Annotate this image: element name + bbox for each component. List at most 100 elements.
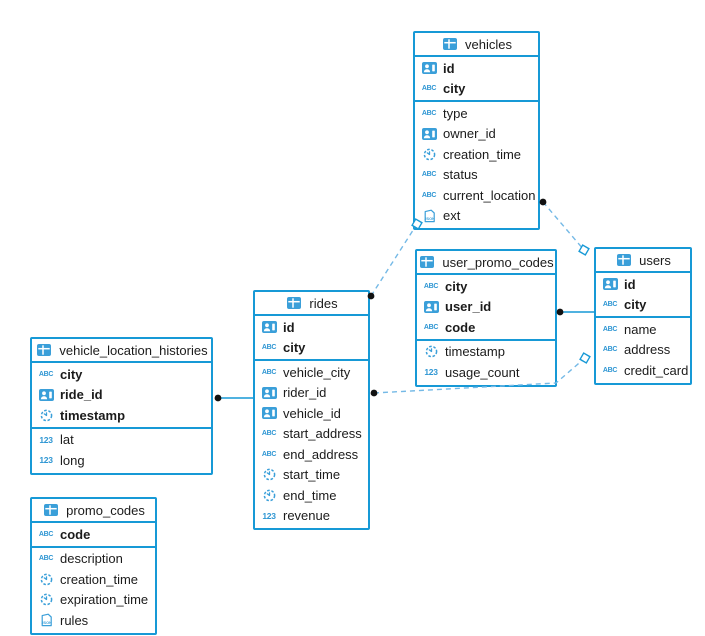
table-header[interactable]: rides: [255, 292, 368, 316]
text-abc-icon: ABC: [421, 109, 437, 117]
column-name: city: [624, 297, 647, 313]
column-row-creation_time[interactable]: creation_time: [32, 569, 155, 590]
table-header[interactable]: vehicle_location_histories: [32, 339, 211, 363]
column-name: usage_count: [445, 364, 520, 380]
column-row-vehicle_id[interactable]: vehicle_id: [255, 403, 368, 424]
table-title: promo_codes: [66, 502, 145, 518]
table-icon: [615, 254, 633, 266]
number-123-icon: 123: [39, 434, 53, 445]
column-name: city: [443, 81, 466, 97]
column-row-lat[interactable]: 123 lat: [32, 430, 211, 451]
text-abc-icon: ABC: [421, 191, 437, 199]
column-row-owner_id[interactable]: owner_id: [415, 124, 538, 145]
uuid-icon: [420, 127, 438, 140]
column-name: rider_id: [283, 385, 327, 401]
time-icon: [37, 573, 55, 586]
column-row-id[interactable]: id: [415, 58, 538, 79]
column-name: lat: [60, 432, 74, 448]
column-row-rider_id[interactable]: rider_id: [255, 383, 368, 404]
column-name: end_address: [283, 446, 359, 462]
column-row-usage_count[interactable]: 123 usage_count: [417, 362, 555, 383]
relation-vehicles-users: [542, 201, 585, 251]
column-row-name[interactable]: ABC name: [596, 319, 690, 340]
number-123-icon: 123: [39, 455, 53, 466]
column-name: vehicle_id: [283, 405, 341, 421]
column-row-long[interactable]: 123 long: [32, 450, 211, 471]
relation-dot-marker: [539, 198, 547, 206]
column-name: current_location: [443, 187, 536, 203]
text-abc-icon: ABC: [38, 555, 54, 563]
text-abc-icon: ABC: [421, 171, 437, 179]
text-abc-icon: ABC: [261, 368, 277, 376]
column-name: long: [60, 452, 85, 468]
table-header[interactable]: vehicles: [415, 33, 538, 57]
number-123-icon: 123: [262, 510, 276, 521]
text-abc-icon: ABC: [423, 282, 439, 290]
number-123-icon: 123: [424, 367, 438, 378]
column-name: name: [624, 321, 657, 337]
uuid-icon: [422, 300, 440, 313]
column-row-id[interactable]: id: [255, 317, 368, 338]
column-row-city[interactable]: ABC city: [415, 79, 538, 100]
column-row-timestamp[interactable]: timestamp: [417, 342, 555, 363]
table-header[interactable]: users: [596, 249, 690, 273]
column-row-expiration_time[interactable]: expiration_time: [32, 590, 155, 611]
column-row-user_id[interactable]: user_id: [417, 297, 555, 318]
svg-text:JSON: JSON: [41, 621, 52, 625]
uuid-icon: [601, 278, 619, 291]
column-name: start_time: [283, 467, 341, 483]
time-icon: [37, 593, 55, 606]
column-name: creation_time: [60, 571, 139, 587]
column-name: city: [283, 340, 306, 356]
table-icon: [441, 38, 459, 50]
column-row-ride_id[interactable]: ride_id: [32, 385, 211, 406]
table-title: vehicles: [465, 36, 512, 52]
svg-text:JSON: JSON: [424, 217, 435, 221]
uuid-icon: [37, 388, 55, 401]
relation-dot-marker: [556, 308, 564, 316]
text-abc-icon: ABC: [421, 85, 437, 93]
column-name: ride_id: [60, 387, 103, 403]
column-row-end_time[interactable]: end_time: [255, 485, 368, 506]
column-row-id[interactable]: id: [596, 274, 690, 295]
table-icon: [285, 297, 303, 309]
column-row-start_time[interactable]: start_time: [255, 465, 368, 486]
column-row-timestamp[interactable]: timestamp: [32, 405, 211, 426]
text-abc-icon: ABC: [602, 325, 618, 333]
table-header[interactable]: user_promo_codes: [417, 251, 555, 275]
relation-dot-marker: [214, 394, 222, 402]
column-row-current_location[interactable]: ABC current_location: [415, 185, 538, 206]
table-header[interactable]: promo_codes: [32, 499, 155, 523]
uuid-icon: [260, 321, 278, 334]
relation-diamond-marker: [579, 352, 591, 364]
column-row-creation_time[interactable]: creation_time: [415, 144, 538, 165]
